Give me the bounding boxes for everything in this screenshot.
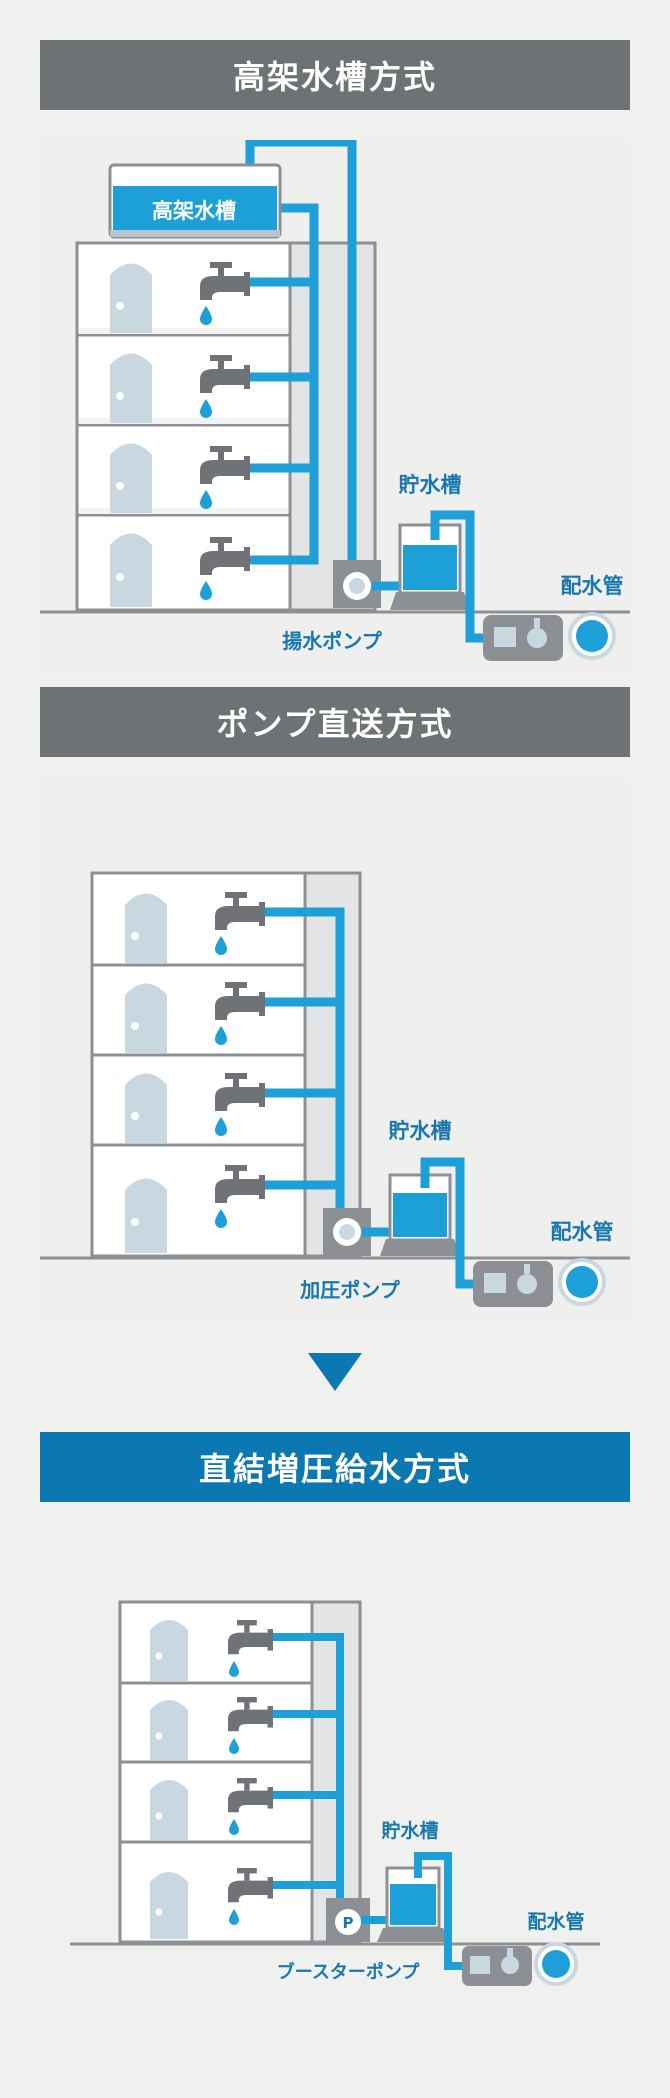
arrow-down-icon <box>308 1353 362 1391</box>
diagram-direct-pump: 貯水槽 配水管 加圧ポンプ <box>0 780 670 1320</box>
water-drop-icon <box>215 936 227 1228</box>
diagram-booster-svg: P 貯水槽 配水管 ブースターポンプ <box>70 1600 600 1986</box>
faucet-icon <box>200 262 250 575</box>
door-icon <box>125 893 167 1253</box>
banner-booster: 直結増圧給水方式 <box>40 1432 630 1502</box>
faucet-icon <box>215 892 265 1203</box>
storage-tank-label: 貯水槽 <box>389 1119 452 1143</box>
pump-label: 加圧ポンプ <box>299 1278 400 1302</box>
pump-mark: P <box>343 1914 354 1932</box>
storage-tank-label: 貯水槽 <box>399 473 462 497</box>
pipe-shaft <box>303 871 362 1258</box>
roof-tank <box>108 163 282 239</box>
water-drop-icon <box>229 1661 239 1925</box>
banner-direct-pump: ポンプ直送方式 <box>40 687 630 757</box>
riser-pipe <box>245 140 357 585</box>
supply-pipes <box>265 907 345 1232</box>
diagram-elevated-tank: 高架水槽 貯水槽 配水管 揚水ポンプ <box>0 140 670 670</box>
supply-pipes <box>272 1633 344 1918</box>
section-title: 直結増圧給水方式 <box>198 1450 471 1488</box>
storage-tank <box>390 523 470 610</box>
storage-tank-label: 貯水槽 <box>381 1819 438 1842</box>
diagram-booster: P 貯水槽 配水管 ブースターポンプ <box>0 1540 670 2010</box>
section-title: ポンプ直送方式 <box>216 705 454 743</box>
section-title: 高架水槽方式 <box>232 58 437 96</box>
door-icon <box>150 1620 188 1939</box>
water-main-label: 配水管 <box>551 1220 614 1244</box>
door-icon <box>110 263 152 607</box>
booster-pump-icon <box>326 1898 370 1942</box>
meter-box <box>473 1261 553 1307</box>
diagram-direct-svg: 貯水槽 配水管 加圧ポンプ <box>40 780 630 1320</box>
faucet-icon <box>228 1620 273 1903</box>
diagram-elevated-svg: 高架水槽 貯水槽 配水管 揚水ポンプ <box>40 140 630 670</box>
storage-tank <box>380 1173 460 1256</box>
building <box>118 1600 314 1944</box>
water-drop-icon <box>200 306 212 600</box>
storage-tank <box>377 1866 449 1942</box>
floor-bands <box>79 328 288 514</box>
pump-label: 揚水ポンプ <box>282 629 382 653</box>
roof-tank-label: 高架水槽 <box>152 199 236 223</box>
building <box>75 241 292 612</box>
pump-label: ブースターポンプ <box>277 1961 421 1983</box>
meter-box <box>462 1946 532 1986</box>
water-main-label: 配水管 <box>527 1910 584 1933</box>
water-main-label: 配水管 <box>561 574 624 598</box>
meter-box <box>483 615 563 661</box>
building <box>90 871 307 1258</box>
lift-pump <box>333 560 381 608</box>
banner-elevated-tank: 高架水槽方式 <box>40 40 630 110</box>
pipe-shaft <box>288 241 377 612</box>
supply-pipes <box>250 203 319 565</box>
